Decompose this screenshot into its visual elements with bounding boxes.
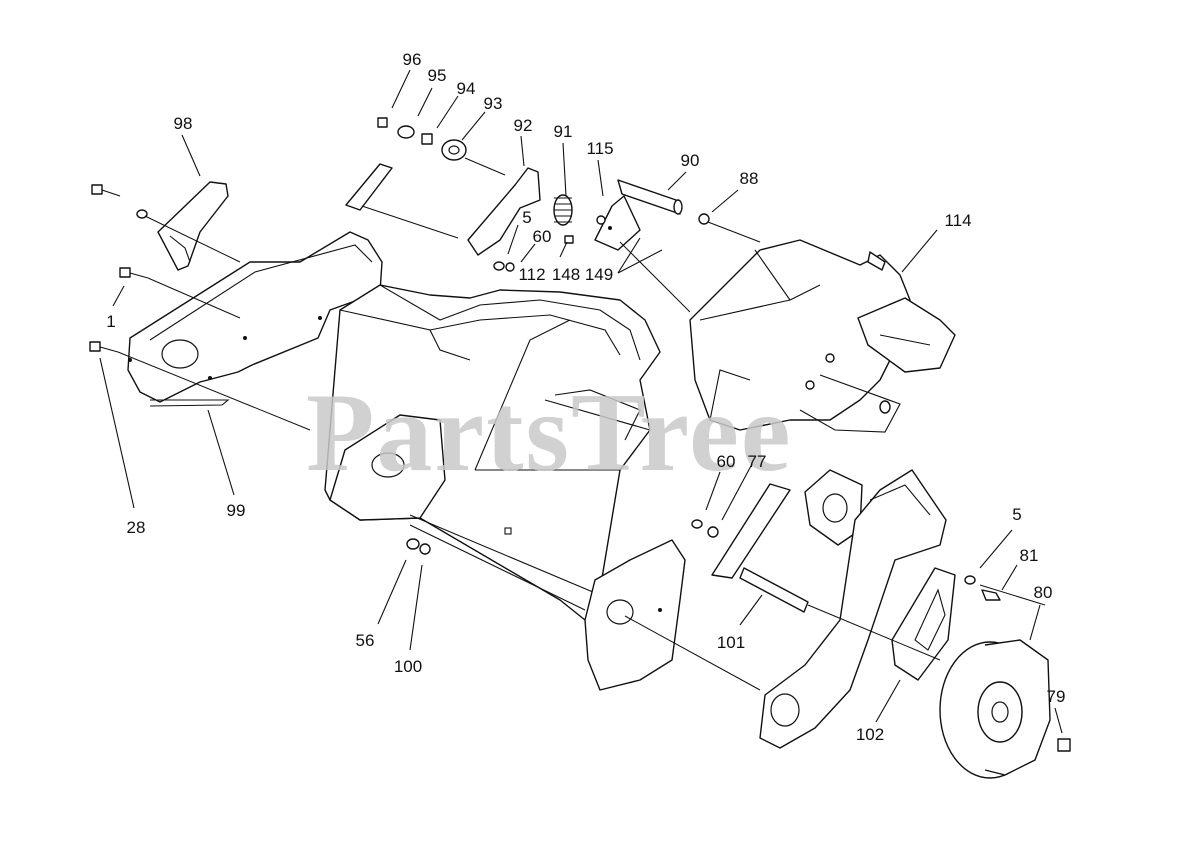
shaft-77	[711, 483, 791, 579]
plate-115	[594, 195, 641, 251]
callout-91: 91	[554, 122, 573, 141]
right-side-plate-lower	[584, 539, 686, 691]
wheel-80	[939, 639, 1051, 779]
callout-98: 98	[174, 114, 193, 133]
nut-88	[698, 213, 710, 225]
shaft-90	[617, 179, 683, 215]
callout-1: 1	[106, 312, 115, 331]
axle-cap-79	[1057, 738, 1071, 752]
callout-56: 56	[356, 631, 375, 650]
callout-81: 81	[1020, 546, 1039, 565]
bolt-left-top	[91, 184, 148, 219]
callout-101: 101	[717, 633, 745, 652]
washer-60b	[691, 519, 719, 538]
callout-60-upper: 60	[533, 227, 552, 246]
gear-91	[553, 194, 573, 226]
callout-92: 92	[514, 116, 533, 135]
left-side-plate	[127, 231, 383, 407]
callout-148: 148	[552, 265, 580, 284]
watermark: PartsTree	[306, 371, 793, 495]
callout-94: 94	[457, 79, 476, 98]
callout-100: 100	[394, 657, 422, 676]
leader-lines	[99, 69, 1063, 734]
callout-60-lower: 60	[717, 452, 736, 471]
callout-102: 102	[856, 725, 884, 744]
callout-79: 79	[1047, 687, 1066, 706]
nut-96	[377, 117, 388, 128]
callout-99: 99	[227, 501, 246, 520]
assembly-lines	[117, 157, 1046, 691]
callout-77: 77	[748, 452, 767, 471]
washer-95	[397, 125, 415, 139]
callout-149: 149	[585, 265, 613, 284]
chute-bracket-92	[467, 167, 541, 256]
callout-95: 95	[428, 66, 447, 85]
bolt-81	[964, 575, 1001, 601]
washer-93	[441, 139, 467, 161]
callout-5-lower: 5	[1012, 505, 1021, 524]
callout-93: 93	[484, 94, 503, 113]
washers-56-100	[406, 538, 431, 555]
callout-90: 90	[681, 151, 700, 170]
small-fasteners	[493, 215, 606, 272]
callout-115: 115	[586, 139, 613, 158]
callout-labels: 96 95 94 93 92 91 115 90 88 114 98 5 60 …	[106, 50, 1065, 744]
side-plate-102	[759, 469, 947, 749]
callout-80: 80	[1034, 583, 1053, 602]
engine-114	[689, 239, 956, 433]
bushing-94	[421, 133, 433, 145]
callout-88: 88	[740, 169, 759, 188]
bolt-28	[89, 341, 119, 353]
callout-5-upper: 5	[522, 208, 531, 227]
callout-112: 112	[518, 265, 545, 284]
rod-101	[739, 567, 809, 613]
main-housing	[324, 284, 661, 621]
callout-114: 114	[944, 211, 971, 230]
bolt-1	[119, 267, 149, 279]
bracket-98	[157, 181, 229, 271]
bracket-5b	[891, 567, 956, 681]
callout-28: 28	[127, 518, 146, 537]
callout-96: 96	[403, 50, 422, 69]
cylinder-left	[345, 163, 393, 211]
